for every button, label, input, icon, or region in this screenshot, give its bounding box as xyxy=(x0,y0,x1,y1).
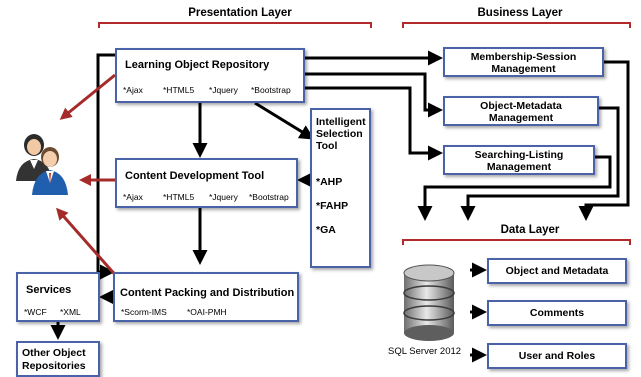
sql-server-label: SQL Server 2012 xyxy=(388,346,462,357)
table-user-roles-label: User and Roles xyxy=(518,350,596,362)
services-box[interactable]: Services *WCF *XML xyxy=(16,272,100,322)
lor-to-packing-line xyxy=(96,53,115,280)
object-metadata-box[interactable]: Object-Metadata Management xyxy=(443,96,599,126)
ist-line3: Tool xyxy=(316,140,338,152)
other-repos-line2: Repositories xyxy=(22,360,86,372)
cdt-tech-html5: *HTML5 xyxy=(163,192,195,202)
services-title: Services xyxy=(26,284,72,296)
users-icon xyxy=(10,123,70,195)
lor-tech-html5: *HTML5 xyxy=(163,85,195,95)
table-comments-label: Comments xyxy=(529,307,585,319)
content-development-tool-box[interactable]: Content Development Tool *Ajax *HTML5 *J… xyxy=(115,158,298,208)
services-tech-xml: *XML xyxy=(60,307,81,317)
table-object-metadata[interactable]: Object and Metadata xyxy=(487,258,627,284)
packing-title: Content Packing and Distribution xyxy=(120,287,295,299)
ist-algo-ga: *GA xyxy=(316,224,336,236)
membership-session-box[interactable]: Membership-Session Management xyxy=(443,47,604,77)
objmeta-to-data-arrow xyxy=(460,106,620,221)
table-comments[interactable]: Comments xyxy=(487,300,627,326)
table-user-roles[interactable]: User and Roles xyxy=(487,343,627,369)
lor-title: Learning Object Repository xyxy=(125,59,270,71)
cdt-title: Content Development Tool xyxy=(125,170,265,182)
presentation-layer-bracket xyxy=(98,22,372,28)
lor-tech-bootstrap: *Bootstrap xyxy=(251,85,291,95)
intelligent-selection-tool-box[interactable]: Intelligent Selection Tool *AHP *FAHP *G… xyxy=(310,108,371,268)
lor-objmeta-arrow xyxy=(293,66,443,118)
cdt-tech-ajax: *Ajax xyxy=(123,192,143,202)
objmeta-line2: Management xyxy=(488,112,554,124)
searching-to-data-arrow xyxy=(417,155,612,221)
lor-searching-arrow xyxy=(293,80,443,161)
business-layer-bracket xyxy=(402,22,631,28)
lor-to-users-arrow xyxy=(59,73,116,120)
data-layer-title: Data Layer xyxy=(500,224,560,236)
searching-line1: Searching-Listing xyxy=(474,149,564,161)
presentation-layer-title: Presentation Layer xyxy=(188,7,292,19)
searching-line2: Management xyxy=(486,161,552,173)
cdt-tech-bootstrap: *Bootstrap xyxy=(249,192,289,202)
membership-to-data-arrow xyxy=(578,60,630,221)
table-object-metadata-label: Object and Metadata xyxy=(505,265,609,277)
content-packing-distribution-box[interactable]: Content Packing and Distribution *Scorm-… xyxy=(113,272,299,322)
lor-tech-jquery: *Jquery xyxy=(209,85,238,95)
learning-object-repository-box[interactable]: Learning Object Repository *Ajax *HTML5 … xyxy=(115,48,305,103)
other-repositories-box[interactable]: Other Object Repositories xyxy=(16,341,100,377)
objmeta-line1: Object-Metadata xyxy=(480,100,562,112)
ist-line1: Intelligent xyxy=(316,116,366,128)
ist-line2: Selection xyxy=(316,128,363,140)
membership-line1: Membership-Session xyxy=(470,51,577,63)
data-layer-bracket xyxy=(402,239,631,245)
services-tech-wcf: *WCF xyxy=(24,307,47,317)
other-repos-line1: Other Object xyxy=(22,347,86,359)
membership-line2: Management xyxy=(491,63,556,75)
searching-listing-box[interactable]: Searching-Listing Management xyxy=(443,145,595,175)
packing-tech-scorm: *Scorm-IMS xyxy=(121,307,167,317)
ist-algo-ahp: *AHP xyxy=(316,176,343,188)
ist-algo-fahp: *FAHP xyxy=(316,200,349,212)
business-layer-title: Business Layer xyxy=(477,7,563,19)
packing-to-users-arrow xyxy=(56,207,120,279)
lor-to-selection-arrow xyxy=(254,101,315,140)
lor-tech-ajax: *Ajax xyxy=(123,85,143,95)
cdt-tech-jquery: *Jquery xyxy=(209,192,238,202)
database-icon xyxy=(400,263,458,343)
packing-tech-oai: *OAI-PMH xyxy=(187,307,227,317)
